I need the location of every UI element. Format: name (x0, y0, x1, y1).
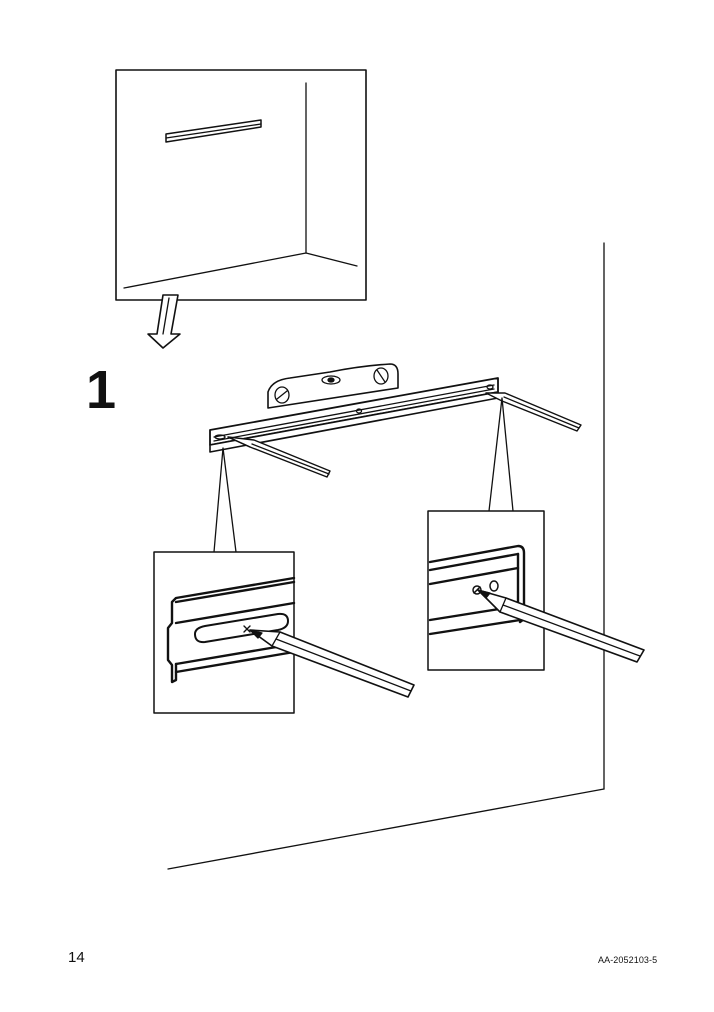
pencil-right-icon (485, 392, 582, 432)
document-code: AA-2052103-5 (598, 955, 658, 965)
pencil-detail-right-icon (477, 589, 645, 663)
pencil-detail-left-icon (249, 629, 415, 698)
page-number: 14 (68, 949, 85, 966)
pencil-left-icon (227, 436, 331, 478)
wall-corner-lines (167, 242, 605, 870)
rail-detail-right (428, 544, 526, 636)
step-number: 1 (86, 360, 117, 420)
pencil-mark-x (243, 625, 251, 633)
right-detail-callout (427, 510, 645, 671)
main-rail (209, 363, 499, 453)
hole-marks (472, 580, 499, 595)
rail-in-cabinet (165, 119, 262, 143)
cabinet-inset (115, 69, 367, 301)
hollow-down-arrow-icon (147, 294, 181, 349)
left-detail-callout (153, 551, 415, 714)
callout-leaders (213, 397, 514, 553)
spirit-level-icon (267, 363, 399, 409)
